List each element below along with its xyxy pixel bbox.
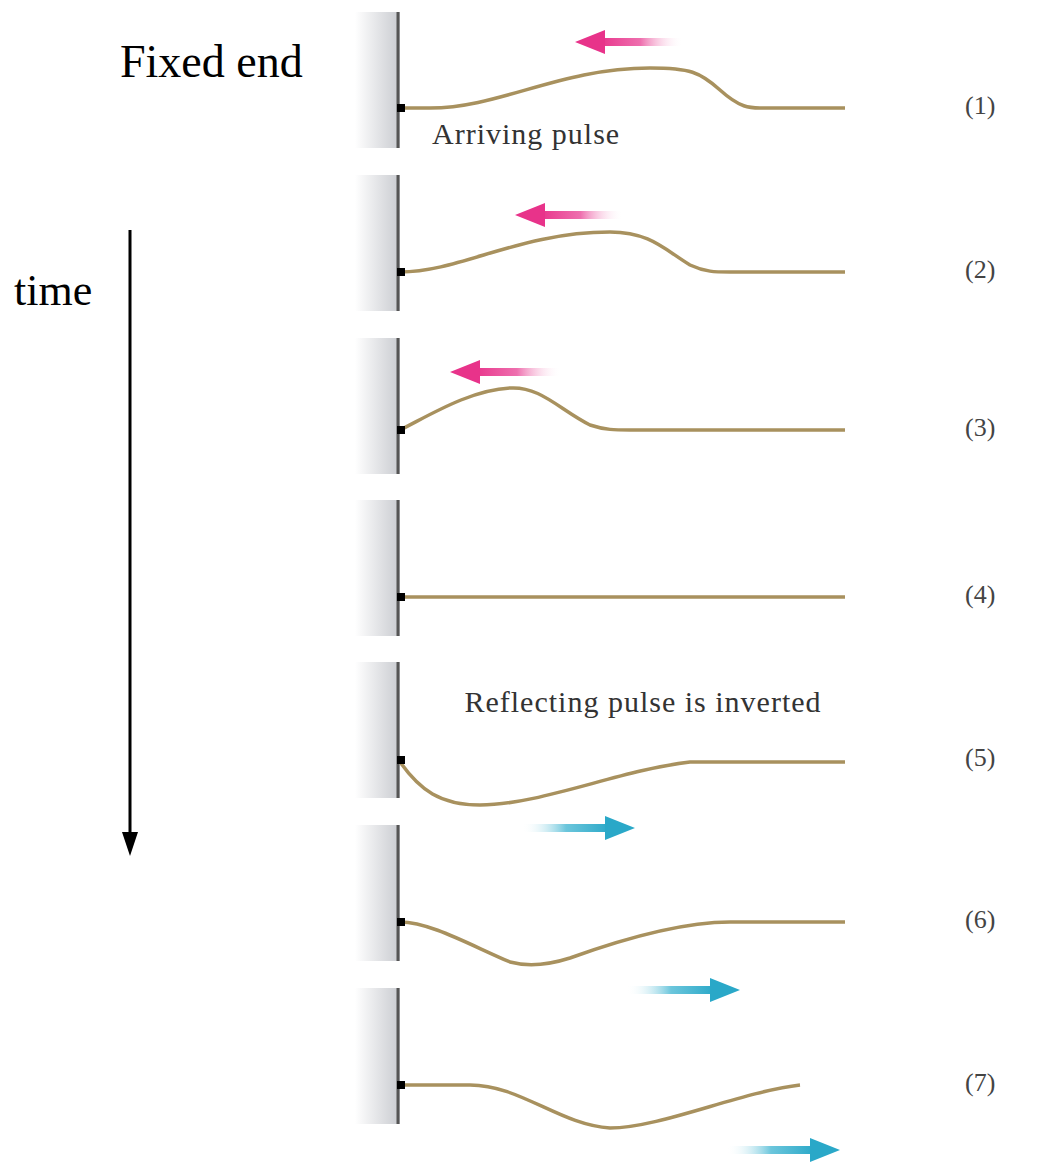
callout-number: (5) — [965, 744, 995, 771]
callout-number: (6) — [965, 906, 995, 933]
time-arrow — [122, 230, 138, 856]
title-label: Fixed end — [120, 38, 303, 86]
string-pulses — [400, 68, 845, 1128]
fixed-walls — [355, 12, 400, 1124]
callout-number: (2) — [965, 256, 995, 283]
pulse-caption: Reflecting pulse is inverted — [408, 686, 878, 718]
callout-number: (3) — [965, 414, 995, 441]
pulse-caption: Arriving pulse — [432, 118, 620, 150]
callout-number: (4) — [965, 581, 995, 608]
direction-arrows — [450, 30, 840, 1162]
callout-number: (1) — [965, 92, 995, 119]
axis-label: time — [14, 268, 92, 314]
attachment-points — [397, 104, 405, 1089]
callout-number: (7) — [965, 1069, 995, 1096]
